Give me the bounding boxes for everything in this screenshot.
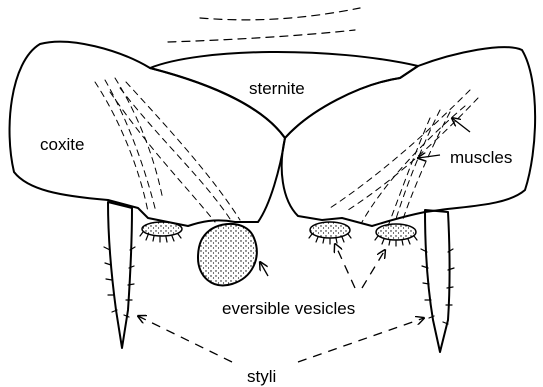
vesicles-arrows (260, 244, 385, 288)
right-small-vesicle-1 (309, 222, 351, 244)
sternite-label: sternite (249, 79, 305, 98)
styli-arrows (138, 316, 424, 362)
eversible-vesicles-label: eversible vesicles (222, 299, 355, 318)
right-stylus (421, 210, 454, 352)
right-coxite (282, 47, 535, 226)
styli-label: styli (247, 367, 276, 386)
everted-vesicle (198, 224, 257, 286)
left-coxite (10, 42, 285, 226)
left-stylus (104, 202, 135, 348)
top-dashed-lines (168, 8, 360, 42)
left-muscle-lines (95, 78, 240, 222)
muscles-label: muscles (450, 148, 512, 167)
coxite-label: coxite (40, 135, 84, 154)
right-small-vesicle-2 (375, 224, 417, 246)
left-small-vesicle (140, 222, 182, 242)
